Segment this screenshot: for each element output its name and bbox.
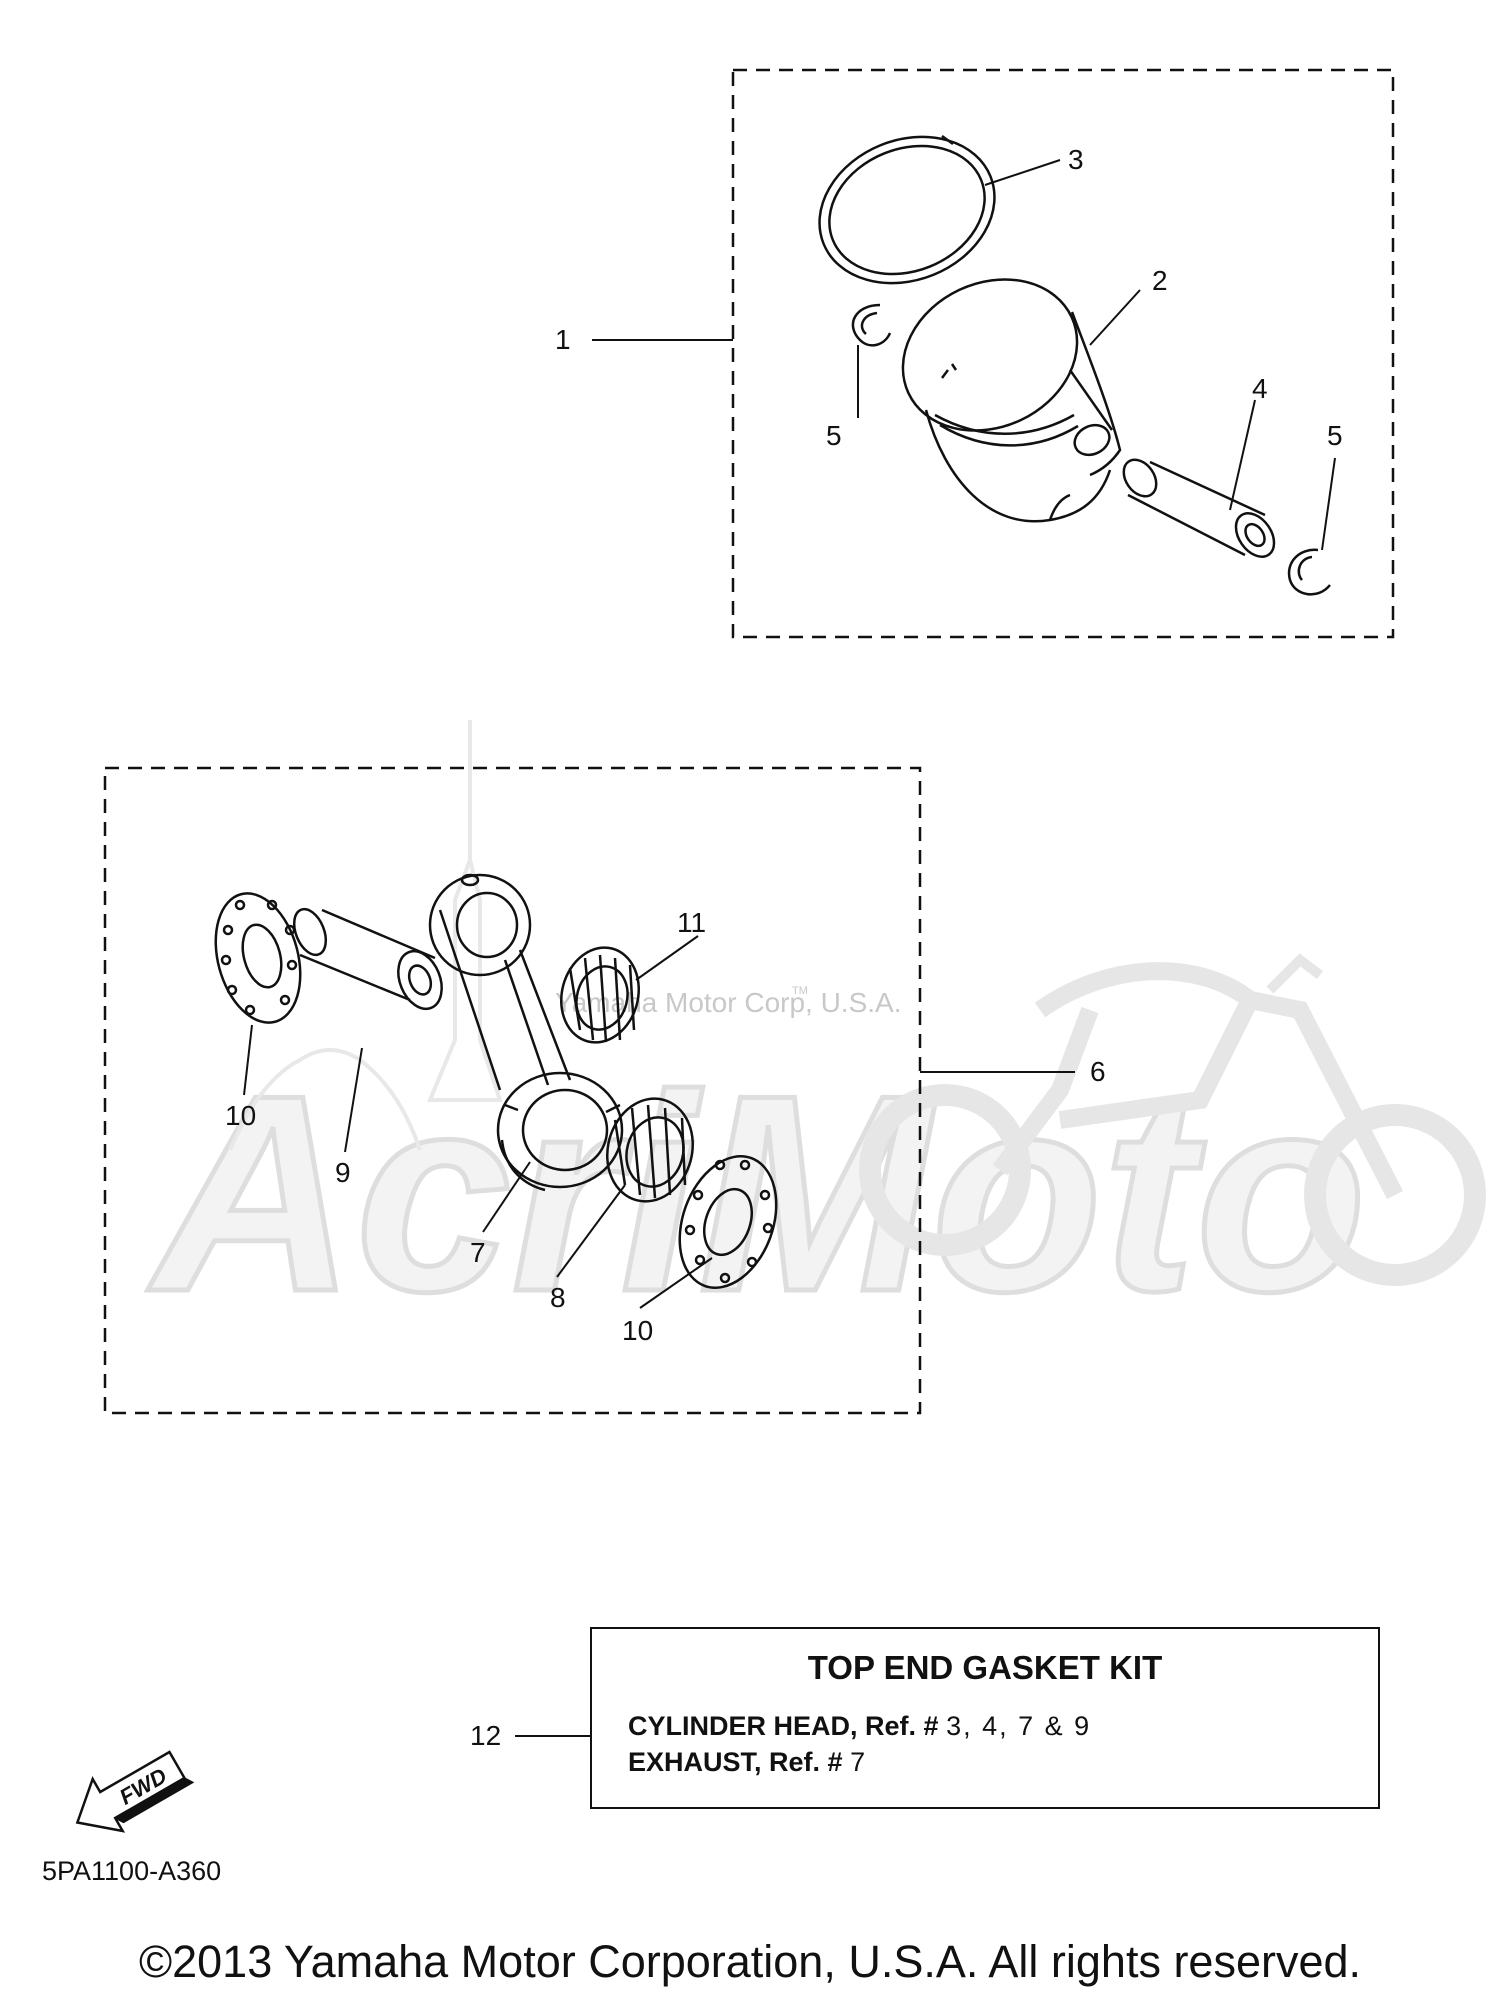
- kit-line-exhaust-label: EXHAUST, Ref. #: [628, 1747, 843, 1777]
- callout-5-right: 5: [1327, 420, 1343, 451]
- watermark-wheel-front: [1304, 1104, 1486, 1286]
- leader-lines: [243, 159, 1336, 1737]
- callout-5-left: 5: [826, 420, 842, 451]
- callout-2: 2: [1152, 265, 1168, 296]
- small-end-bearing: [559, 946, 641, 1044]
- copyright-notice: ©2013 Yamaha Motor Corporation, U.S.A. A…: [138, 1936, 1362, 1987]
- watermark-logo-text: AcriMoto: [145, 1038, 1367, 1350]
- watermark-wheel-rear: [859, 1084, 1031, 1256]
- fwd-arrow-icon: FWD: [75, 1750, 195, 1833]
- connecting-rod: [428, 873, 624, 1192]
- watermark-motorcycle-bars: [1266, 953, 1323, 994]
- watermark-motorcycle-frame: [992, 962, 1404, 1200]
- crank-pin: [292, 907, 443, 1011]
- watermark-text: Yamaha Motor Corp, U.S.A.: [555, 987, 902, 1018]
- callout-numbers: 1 2 3 4 5 5 6 7 8 9 10 10 11 12: [225, 144, 1343, 1751]
- circlip-left: [851, 303, 892, 347]
- thrust-washer-left: [214, 892, 302, 1024]
- callout-7: 7: [470, 1237, 486, 1268]
- callout-8: 8: [550, 1282, 566, 1313]
- piston: [901, 278, 1122, 523]
- gasket-kit-title: TOP END GASKET KIT: [807, 1649, 1163, 1686]
- watermark-tm: TM: [792, 985, 808, 997]
- callout-9: 9: [335, 1157, 351, 1188]
- callout-4: 4: [1252, 373, 1268, 404]
- gasket-kit-box: TOP END GASKET KIT CYLINDER HEAD, Ref. #…: [590, 1627, 1380, 1809]
- callout-10-left: 10: [225, 1100, 256, 1131]
- kit-line-cylinder-head: CYLINDER HEAD, Ref. # 3, 4, 7 & 9: [628, 1711, 1091, 1742]
- kit-line-exhaust-refs: 7: [850, 1747, 868, 1777]
- piston-pin: [1122, 458, 1276, 558]
- callout-1: 1: [555, 324, 571, 355]
- crank-kit-group-box: [103, 766, 922, 1415]
- watermark: AcriMoto: [142, 720, 1486, 1353]
- diagram-code: 5PA1100-A360: [42, 1856, 222, 1886]
- watermark-dome: [228, 1048, 422, 1151]
- thrust-washer-right: [678, 1155, 778, 1289]
- watermark-tower: [427, 720, 503, 1102]
- kit-line-cylinder-head-label: CYLINDER HEAD, Ref. #: [628, 1711, 939, 1741]
- callout-11: 11: [677, 907, 706, 938]
- big-end-bearing: [606, 1097, 694, 1203]
- callout-12: 12: [470, 1720, 501, 1751]
- circlip-right: [1287, 548, 1331, 596]
- piston-ring: [818, 134, 996, 285]
- callout-6: 6: [1090, 1056, 1106, 1087]
- piston-kit-group-box: [731, 68, 1395, 639]
- kit-line-cylinder-head-refs: 3, 4, 7 & 9: [946, 1711, 1092, 1741]
- callout-3: 3: [1068, 144, 1084, 175]
- kit-line-exhaust: EXHAUST, Ref. # 7: [628, 1747, 867, 1778]
- callout-10-right: 10: [622, 1315, 653, 1346]
